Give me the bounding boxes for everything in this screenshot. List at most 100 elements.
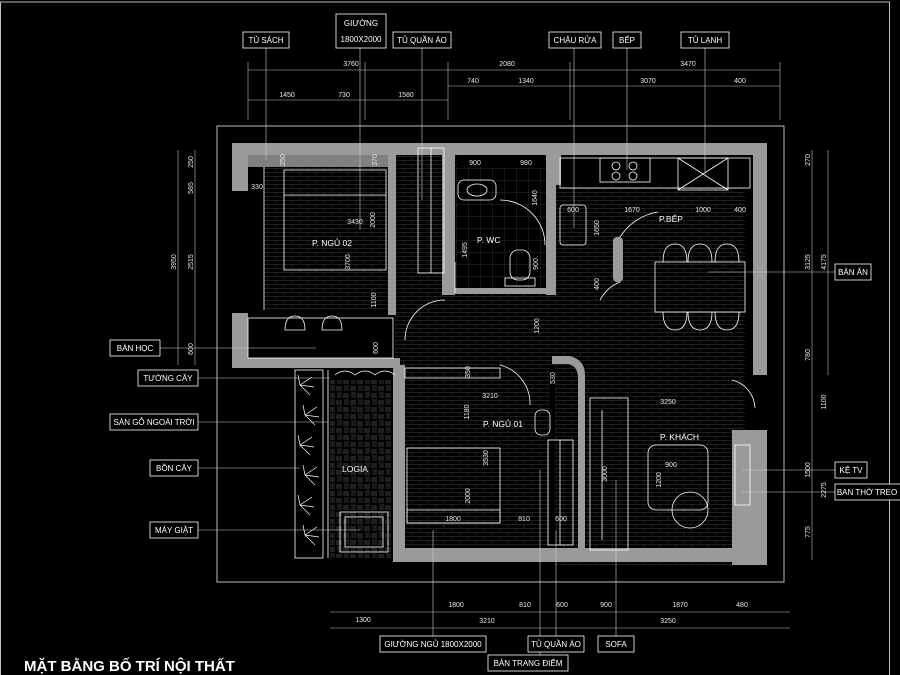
callout-bed-top: GIƯỜNG xyxy=(344,19,378,28)
leader-lines xyxy=(160,48,835,655)
dim-right-1500: 1500 xyxy=(805,462,812,478)
dim-right-2275: 2275 xyxy=(821,482,828,498)
dim-in-1640: 1640 xyxy=(532,190,539,206)
dim-in-370: 370 xyxy=(372,154,379,166)
dim-in-1200b: 1200 xyxy=(656,472,663,488)
room-label-bedroom1: P. NGỦ 01 xyxy=(483,418,523,429)
dim-in-1650: 1650 xyxy=(594,220,601,236)
room-label-living: P. KHÁCH xyxy=(660,432,699,442)
dim-top-2080: 2080 xyxy=(499,61,515,68)
callout-bed-bottom: GIƯỜNG NGỦ 1800X2000 xyxy=(384,640,482,649)
plant-icons xyxy=(297,370,396,546)
dim-in-600a: 600 xyxy=(373,342,380,354)
dim-bottom-1800: 1800 xyxy=(448,602,464,609)
dim-in-980: 980 xyxy=(520,160,532,167)
callout-tv-shelf: KỆ TV xyxy=(840,466,864,475)
dim-in-350: 350 xyxy=(465,366,472,378)
callout-bookshelf: TỦ SÁCH xyxy=(248,36,283,45)
callout-wardrobe-top: TỦ QUẦN ÁO xyxy=(397,35,447,45)
linework xyxy=(247,147,756,559)
callout-dresser: BÀN TRANG ĐIỂM xyxy=(494,659,563,668)
dim-in-2000b: 2000 xyxy=(465,488,472,504)
dim-top-3470: 3470 xyxy=(680,61,696,68)
dim-bottom-810: 810 xyxy=(519,602,531,609)
dim-in-600c: 600 xyxy=(555,516,567,523)
dim-right-1100: 1100 xyxy=(821,394,828,409)
callout-boxes xyxy=(109,13,900,672)
dim-in-2000a: 2000 xyxy=(370,212,377,228)
dim-in-3210: 3210 xyxy=(482,393,498,400)
dim-left-585: 585 xyxy=(188,182,195,194)
dim-top-1580: 1580 xyxy=(398,92,414,99)
dim-right-780: 780 xyxy=(805,349,812,361)
dim-top-1450: 1450 xyxy=(279,92,295,99)
dim-in-600b: 600 xyxy=(567,207,579,214)
dim-left-600: 600 xyxy=(188,343,195,355)
dim-in-3430: 3430 xyxy=(347,219,363,226)
callout-washer: MÁY GIẶT xyxy=(155,526,193,535)
dim-in-530: 530 xyxy=(550,372,557,384)
callout-dining: BÀN ĂN xyxy=(838,268,868,277)
callout-altar: BAN THỜ TREO xyxy=(837,488,897,497)
callout-sink: CHẬU RỬA xyxy=(554,36,598,45)
dim-in-3530: 3530 xyxy=(483,450,490,466)
dim-bottom-480: 480 xyxy=(736,602,748,609)
callout-bed-top-size: 1800X2000 xyxy=(341,35,382,44)
dim-in-250: 250 xyxy=(280,154,287,166)
dim-bottom-3210: 3210 xyxy=(479,618,495,625)
plan-title: MẶT BẰNG BỐ TRÍ NỘI THẤT xyxy=(24,657,235,675)
dim-in-3000: 3000 xyxy=(602,466,609,482)
dim-in-1495: 1495 xyxy=(462,242,469,258)
dim-bottom-600: 600 xyxy=(556,602,568,609)
dim-bottom-1300: 1300 xyxy=(355,617,371,624)
callout-planter: BỒN CÂY xyxy=(156,463,193,473)
callout-wardrobe-bottom: TỦ QUẦN ÁO xyxy=(531,639,581,649)
walls xyxy=(232,143,767,565)
dim-in-1200a: 1200 xyxy=(534,318,541,334)
dim-in-3250: 3250 xyxy=(660,399,676,406)
dim-left-2515: 2515 xyxy=(188,254,195,270)
site-boundary xyxy=(216,125,785,583)
dim-left-3950: 3950 xyxy=(171,254,178,270)
callout-plant-wall: TƯỜNG CÂY xyxy=(143,374,193,383)
callout-fridge: TỦ LẠNH xyxy=(688,36,722,45)
dim-in-1800: 1800 xyxy=(445,516,461,523)
dim-left-250: 250 xyxy=(188,156,195,168)
room-label-wc: P. WC xyxy=(477,235,500,245)
dim-in-1670: 1670 xyxy=(624,207,640,214)
dim-bottom-3250: 3250 xyxy=(660,618,676,625)
dim-right-4175: 4175 xyxy=(821,254,828,270)
room-label-logia: LOGIA xyxy=(342,464,368,474)
dim-in-1180: 1180 xyxy=(464,404,471,419)
dim-in-900a: 900 xyxy=(469,160,481,167)
dim-top-3760: 3760 xyxy=(343,61,359,68)
dim-right-3125: 3125 xyxy=(805,254,812,270)
room-label-bedroom2: P. NGỦ 02 xyxy=(312,237,352,248)
dim-in-330: 330 xyxy=(251,184,263,191)
callout-outdoor-floor: SÀN GỖ NGOÀI TRỜI xyxy=(114,418,195,427)
dim-top-400: 400 xyxy=(734,78,746,85)
callout-sofa: SOFA xyxy=(605,640,627,649)
dim-right-270: 270 xyxy=(805,154,812,166)
callout-stove: BẾP xyxy=(619,35,635,45)
dim-in-900c: 900 xyxy=(665,462,677,469)
dimension-lines xyxy=(177,62,829,629)
dim-bottom-900: 900 xyxy=(600,602,612,609)
floor-fills xyxy=(264,145,745,565)
dim-in-1000: 1000 xyxy=(695,207,711,214)
dim-in-400b: 400 xyxy=(594,278,601,290)
dim-in-3700: 3700 xyxy=(345,254,352,270)
dim-right-775: 775 xyxy=(805,526,812,538)
dim-top-3070: 3070 xyxy=(640,78,656,85)
room-label-kitchen: P.BẾP xyxy=(659,214,683,224)
dim-in-1100: 1100 xyxy=(371,292,378,307)
callout-desk: BÀN HỌC xyxy=(117,344,154,353)
dim-in-900b: 900 xyxy=(533,258,540,270)
dim-in-810: 810 xyxy=(518,516,530,523)
dim-top-1340: 1340 xyxy=(518,78,534,85)
dim-in-400a: 400 xyxy=(734,207,746,214)
dim-top-740: 740 xyxy=(467,78,479,85)
dim-bottom-1870: 1870 xyxy=(672,602,688,609)
